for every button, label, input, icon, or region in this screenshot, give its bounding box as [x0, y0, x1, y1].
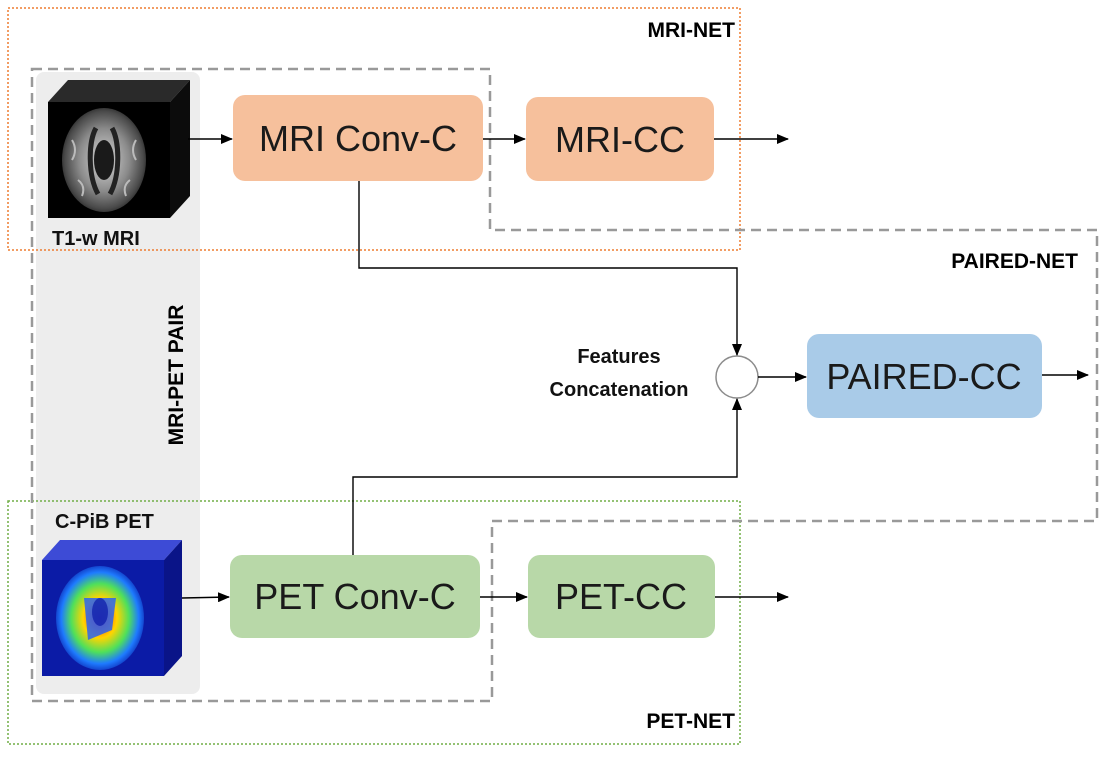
- paired-cc-label: PAIRED-CC: [826, 356, 1021, 397]
- pet-cc-label: PET-CC: [555, 576, 687, 617]
- concatenation-node: [715, 355, 759, 399]
- pet-net-label: PET-NET: [646, 710, 735, 733]
- pet-net-frame: [7, 500, 741, 745]
- arrow-pet-input: [181, 592, 230, 603]
- concat-label-line2: Concatenation: [550, 379, 689, 401]
- pair-label: MRI-PET PAIR: [165, 305, 188, 446]
- pair-band: [36, 72, 200, 694]
- concat-label-line1: Features: [577, 346, 660, 368]
- pet-image: [42, 540, 182, 676]
- mri-conv-label: MRI Conv-C: [259, 118, 457, 159]
- mri-cc-label: MRI-CC: [555, 119, 685, 160]
- mri-image: [48, 80, 190, 218]
- paired-cc-box: PAIRED-CC: [807, 334, 1042, 418]
- pet-input-label: C-PiB PET: [55, 511, 154, 533]
- paired-net-label: PAIRED-NET: [951, 250, 1078, 273]
- pet-conv-label: PET Conv-C: [254, 576, 455, 617]
- mri-conv-box: MRI Conv-C: [233, 95, 483, 181]
- arrow-mri-features: [358, 181, 742, 356]
- pet-cc-box: PET-CC: [528, 555, 715, 638]
- mri-net-frame: [7, 7, 741, 251]
- pet-conv-box: PET Conv-C: [230, 555, 480, 638]
- mri-input-label: T1-w MRI: [52, 228, 140, 250]
- mri-net-label: MRI-NET: [648, 19, 736, 42]
- arrow-pet-features: [352, 398, 742, 555]
- mri-cc-box: MRI-CC: [526, 97, 714, 181]
- paired-net-frame: [30, 67, 1099, 703]
